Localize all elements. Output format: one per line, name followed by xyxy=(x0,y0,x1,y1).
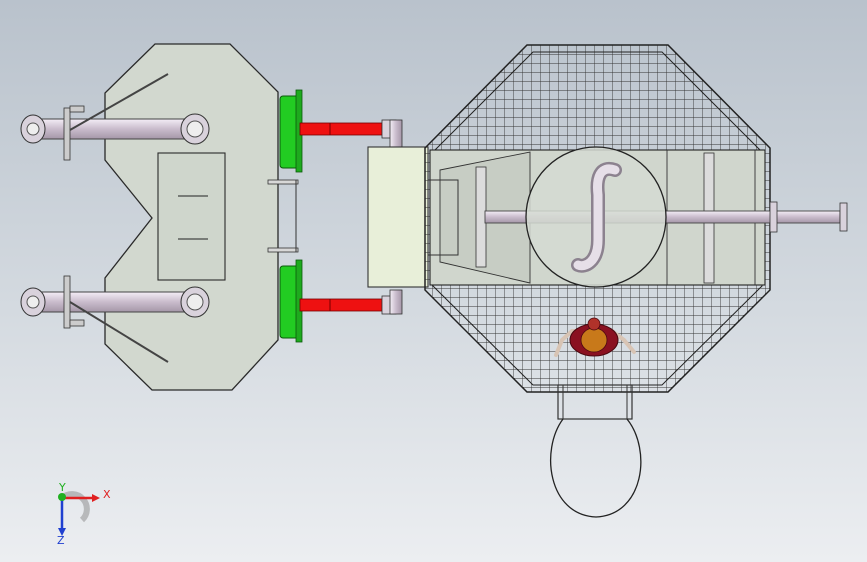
junction-box xyxy=(367,146,429,288)
axis-triad: X Y Z xyxy=(57,481,111,547)
y-axis-label: Y xyxy=(58,481,66,494)
x-axis-label: X xyxy=(103,488,111,501)
lower-red-pipe xyxy=(299,289,403,315)
lower-green-flange xyxy=(279,259,303,343)
lower-inlet-pipe xyxy=(20,275,210,363)
y-axis-dot xyxy=(58,493,66,501)
upper-green-flange xyxy=(279,89,303,173)
human-figure xyxy=(554,317,636,357)
upper-inlet-pipe xyxy=(20,73,210,161)
z-axis-label: Z xyxy=(57,534,65,547)
circular-inner-chamber xyxy=(525,146,667,288)
left-tank-body xyxy=(104,43,299,391)
upper-red-pipe xyxy=(299,119,403,151)
left-inspection-panel xyxy=(157,152,226,281)
lifting-loop xyxy=(550,384,642,518)
